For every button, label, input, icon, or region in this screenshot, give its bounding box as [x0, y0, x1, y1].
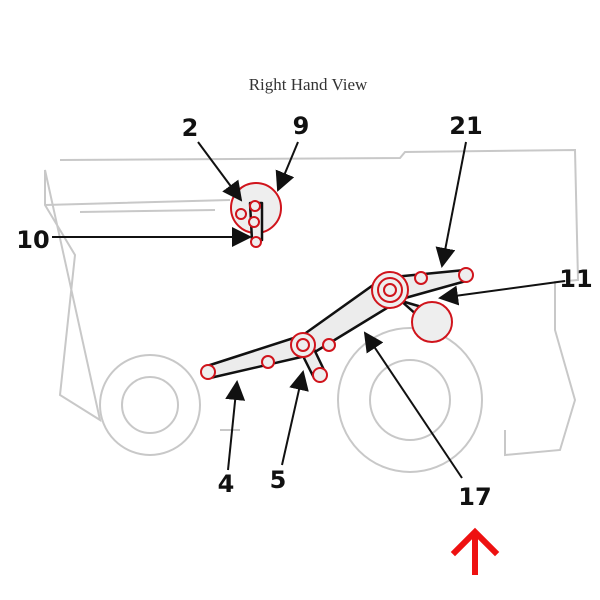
rear-wheel: [337, 327, 483, 473]
front-wheel: [99, 354, 201, 456]
pointer-17: [363, 331, 463, 479]
red-up-arrow-icon: [450, 527, 500, 575]
pointer-5: [281, 370, 309, 466]
upper-pulley-assembly: [230, 182, 282, 248]
pulley-11: [411, 301, 453, 343]
callout-11: 11: [559, 265, 592, 293]
callout-2: 2: [182, 114, 199, 142]
callout-5: 5: [270, 466, 287, 494]
callout-9: 9: [293, 112, 310, 140]
idler: [414, 271, 428, 285]
callout-4: 4: [218, 470, 235, 498]
callout-21: 21: [449, 112, 482, 140]
idler: [458, 267, 474, 283]
pointer-11: [438, 280, 566, 306]
idler: [249, 200, 261, 212]
callout-17: 17: [458, 483, 491, 511]
idler: [250, 236, 262, 248]
idler: [261, 355, 275, 369]
tractor-outline: [44, 148, 580, 473]
idler: [235, 208, 247, 220]
idler: [312, 367, 328, 383]
pointer-9: [275, 141, 299, 192]
pointer-2: [197, 141, 243, 202]
pulley-4: [200, 364, 216, 380]
pointer-21: [435, 141, 467, 268]
lower-belt-assembly: [200, 267, 474, 383]
idler: [322, 338, 336, 352]
diagram-title: Right Hand View: [249, 75, 368, 94]
callout-10: 10: [16, 226, 49, 254]
idler: [248, 216, 260, 228]
callout-pointers: [52, 141, 566, 479]
pointer-4: [225, 380, 246, 471]
